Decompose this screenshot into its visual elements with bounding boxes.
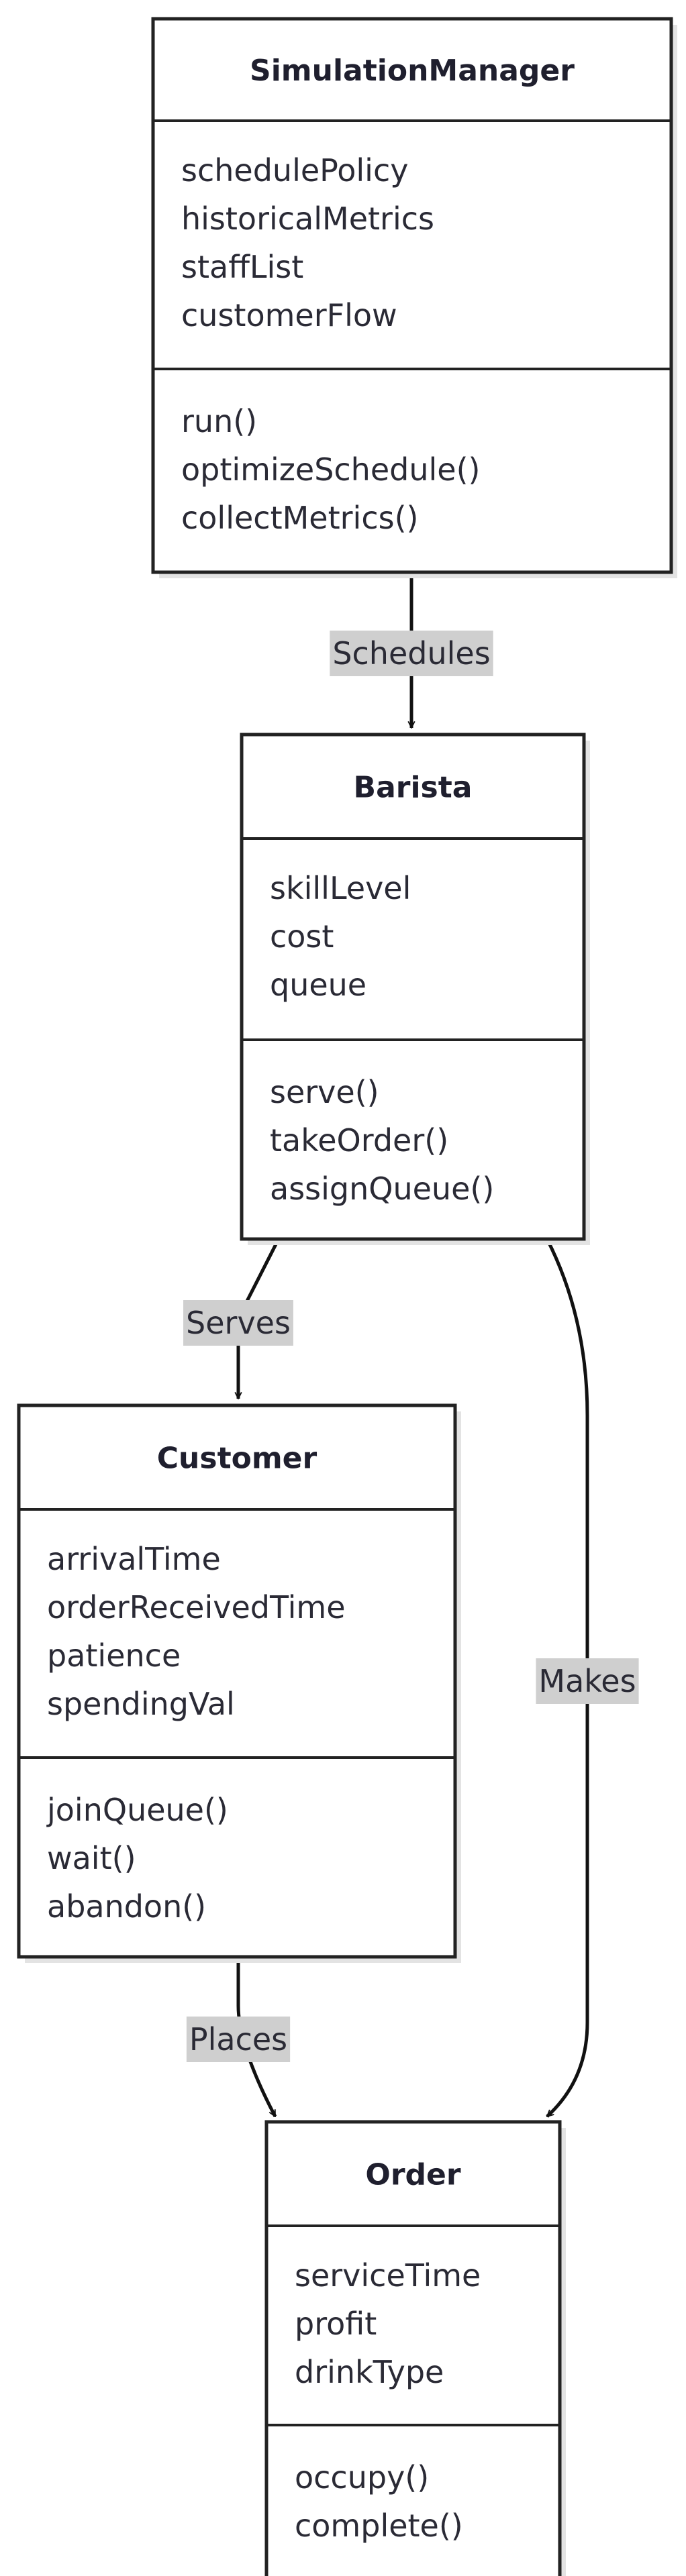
class-simulation-manager-method-collect-metrics: collectMetrics() (181, 500, 419, 536)
relation-serves-label-text: Serves (186, 1305, 291, 1341)
class-customer-title: Customer (157, 1442, 317, 1476)
relation-serves-label-background (183, 1300, 293, 1346)
relation-makes-label: Makes (536, 1658, 639, 1704)
relation-makes-label-background (536, 1658, 639, 1704)
class-order-attribute-profit: profit (295, 2306, 377, 2342)
class-simulation-manager: SimulationManager schedulePolicy historica… (151, 17, 677, 578)
class-customer-box (17, 1403, 457, 1959)
class-barista-attribute-queue: queue (270, 967, 366, 1003)
class-simulation-manager-method-optimize-schedule: optimizeSchedule() (181, 451, 480, 488)
class-barista-method-take-order: takeOrder() (270, 1122, 448, 1159)
class-simulation-manager-method-run: run() (181, 403, 257, 439)
class-barista-attribute-skill-level: skillLevel (270, 870, 411, 906)
class-barista-title: Barista (354, 771, 473, 805)
class-order-attribute-service-time: serviceTime (295, 2257, 481, 2294)
relation-schedules-label-text: Schedules (332, 635, 490, 672)
class-order-box (264, 2120, 562, 2576)
classes-layer: SimulationManager schedulePolicy historica… (17, 17, 677, 2576)
class-customer-attribute-order-received-time: orderReceivedTime (47, 1589, 346, 1625)
class-customer-method-join-queue: joinQueue() (46, 1792, 228, 1828)
class-simulation-manager-attribute-schedule-policy: schedulePolicy (181, 152, 408, 189)
class-customer-method-abandon: abandon() (47, 1888, 206, 1925)
class-customer-attribute-arrival-time: arrivalTime (47, 1541, 221, 1577)
relation-schedules-label-background (330, 631, 493, 676)
class-order-attribute-drink-type: drinkType (295, 2354, 444, 2390)
relation-schedules-label: Schedules (330, 631, 493, 676)
relation-places-label: Places (186, 2017, 291, 2062)
class-order-method-complete: complete() (295, 2508, 463, 2544)
class-barista: Barista skillLevel cost queue serve() takeOrd… (240, 733, 590, 1245)
relation-places-label-background (186, 2017, 291, 2062)
relation-makes-edge (545, 1238, 589, 2118)
class-customer: Customer arrivalTime orderReceivedTime pati… (17, 1403, 461, 1963)
relation-serves-label: Serves (183, 1300, 293, 1346)
class-barista-box (240, 733, 586, 1241)
class-barista-attribute-cost: cost (270, 918, 334, 955)
relation-makes-label-text: Makes (538, 1663, 636, 1699)
class-simulation-manager-title: SimulationManager (250, 54, 575, 88)
class-simulation-manager-box (151, 17, 673, 574)
class-simulation-manager-attribute-customer-flow: customerFlow (181, 297, 397, 333)
class-order: Order serviceTime profit drinkType occupy() c… (264, 2120, 566, 2576)
class-simulation-manager-attribute-staff-list: staffList (181, 249, 303, 285)
class-customer-attribute-patience: patience (47, 1638, 181, 1674)
class-barista-method-assign-queue: assignQueue() (270, 1171, 494, 1207)
class-barista-method-serve: serve() (270, 1074, 379, 1110)
class-customer-attribute-spending-val: spendingVal (47, 1686, 235, 1722)
class-simulation-manager-attribute-historical-metrics: historicalMetrics (181, 201, 434, 237)
class-customer-method-wait: wait() (47, 1840, 136, 1876)
class-order-title: Order (365, 2158, 460, 2192)
relation-places-label-text: Places (189, 2021, 287, 2057)
class-order-method-occupy: occupy() (295, 2459, 429, 2496)
